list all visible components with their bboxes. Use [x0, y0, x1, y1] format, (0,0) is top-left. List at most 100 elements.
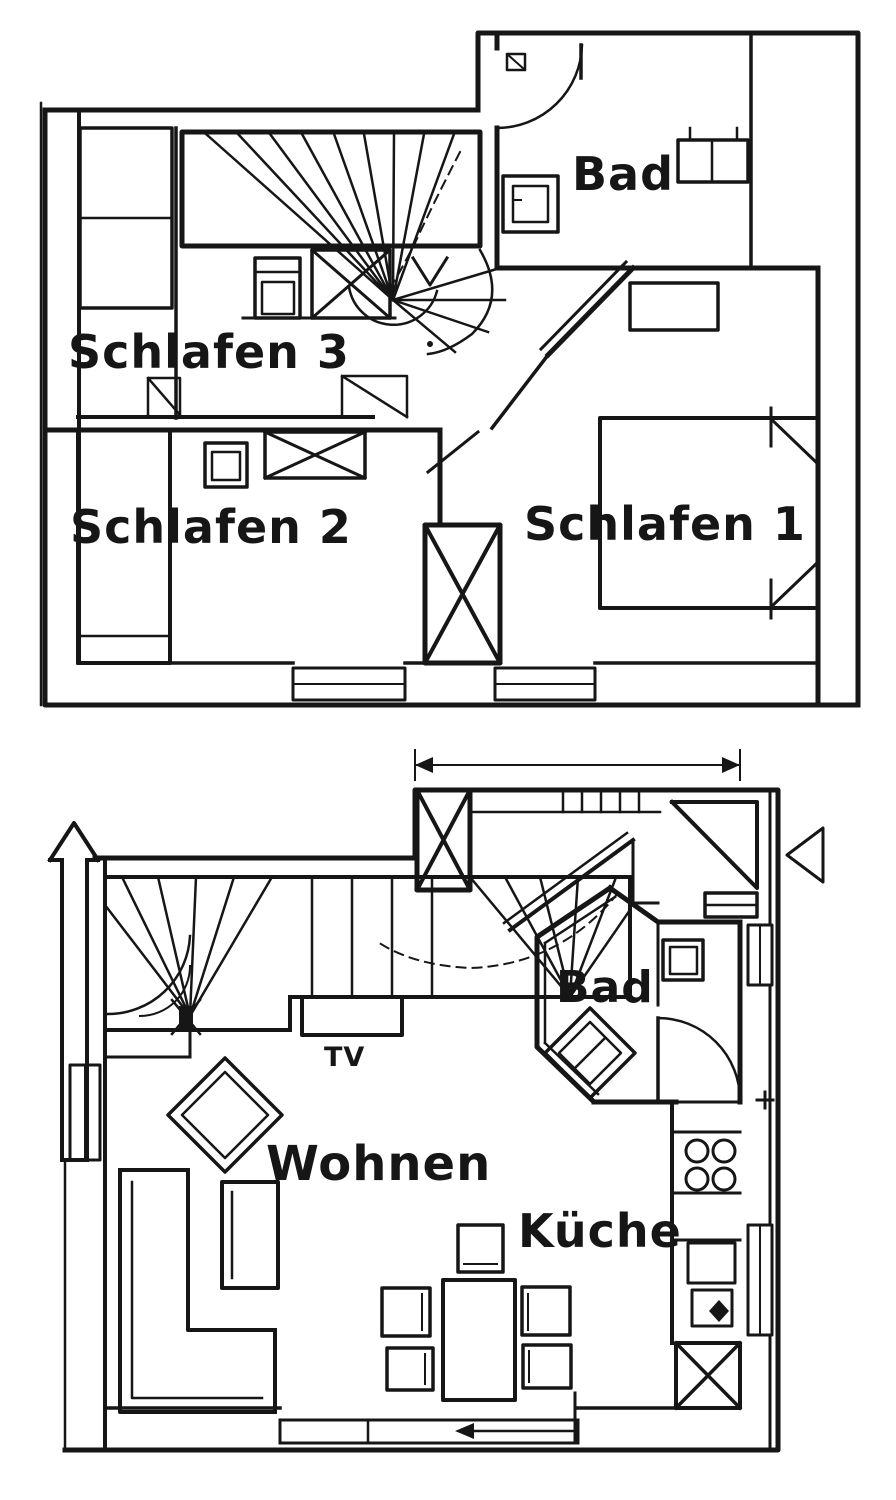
stair-winder-steps [204, 132, 456, 302]
stair-bottom-steps [103, 1028, 192, 1059]
toilet-bowl [668, 945, 699, 976]
wall [42, 107, 861, 708]
dimension-arrow-right [722, 757, 740, 773]
stair-walk-line [390, 150, 462, 287]
chair [380, 1286, 432, 1338]
sink-drainer [690, 1288, 734, 1328]
angled-wall [538, 259, 629, 352]
chimney-shaft-ground [414, 787, 473, 893]
upper-inner-walls [42, 30, 821, 708]
ground-floor-plan: TV [47, 749, 825, 1453]
door-leaf [146, 376, 182, 417]
stair-outline [103, 875, 632, 1032]
stair-direction-chevron [410, 255, 450, 287]
room-label-schlafen2: Schlafen 2 [70, 500, 352, 554]
tv-board: TV [300, 995, 404, 1073]
upper-floor-plan: Schlafen 3 Schlafen 2 Schlafen 1 Bad [39, 30, 861, 708]
hall-dresser [253, 256, 302, 320]
dimension-arrow-left [415, 757, 433, 773]
bad-wall-inner-line [543, 895, 617, 1096]
dimension-line [414, 749, 741, 781]
chair [385, 1346, 435, 1392]
staircase-ground [103, 875, 632, 1059]
terrace-door [278, 1418, 580, 1445]
side-table-diamond [166, 1056, 284, 1174]
windows-right-wall [746, 923, 774, 1337]
wardrobe-schlafen2 [263, 430, 367, 480]
funnel-wall-inner [502, 831, 629, 925]
sofa-seat-line [130, 1180, 264, 1400]
bed-pillows [767, 406, 821, 620]
chair [520, 1285, 572, 1337]
shower-tray [543, 1006, 637, 1100]
staircase-upper [179, 129, 507, 356]
terrace-door-slide-line [366, 1418, 577, 1445]
wardrobe-cross [263, 430, 367, 480]
room-label-schlafen3: Schlafen 3 [68, 325, 350, 379]
dining-table [441, 1278, 517, 1402]
nightstand [203, 441, 249, 489]
shaft-box [422, 522, 503, 666]
sink-basin [686, 1241, 737, 1285]
stair-winder-steps [103, 875, 274, 1018]
tv-label: TV [324, 1042, 365, 1073]
door-leaf [340, 374, 409, 419]
door-leaf [425, 429, 481, 475]
schlafen2-furniture [76, 428, 367, 665]
room-label-bad-ground: Bad [556, 962, 654, 1013]
stove-burner [684, 1166, 710, 1192]
bad-ground [502, 831, 775, 1110]
stair-curve [106, 934, 192, 1016]
nightstand-top [210, 450, 242, 482]
stair-curve-inner [138, 964, 192, 1018]
door-pivot-dot [427, 341, 433, 347]
entrance-arrow [47, 821, 101, 1162]
fridge-box [674, 1341, 742, 1410]
room-label-kueche: Küche [518, 1204, 682, 1258]
stove-burner [711, 1166, 737, 1192]
toilet [661, 938, 705, 982]
toilet [501, 174, 560, 234]
wardrobe-cross [309, 247, 393, 321]
terrace-door-frame [278, 1418, 580, 1445]
wohnen-furniture [118, 1056, 284, 1414]
dining-set [380, 1223, 573, 1402]
hall-wardrobe [241, 247, 397, 321]
stair-edge-curve [426, 248, 494, 356]
funnel-wall [507, 837, 636, 933]
room-label-wohnen: Wohnen [266, 1136, 491, 1192]
room-label-schlafen1: Schlafen 1 [524, 497, 806, 551]
slide-direction-arrow [455, 1423, 474, 1439]
room-label-bad-upper: Bad [572, 147, 674, 201]
shaft-cross [422, 522, 503, 666]
stove-burner [684, 1138, 710, 1164]
stove-burner [711, 1138, 737, 1164]
sideboard [628, 281, 720, 332]
stair-walk-line [373, 891, 620, 969]
door-swing-arc [656, 1016, 742, 1102]
schlafen3-furniture [78, 126, 174, 310]
door-handle-mark [755, 1090, 775, 1110]
bad-upper [495, 43, 750, 234]
counter-dividers [670, 1100, 742, 1345]
arrow-up [47, 821, 101, 1162]
window-mullions [561, 788, 641, 814]
shower-inner [557, 1020, 623, 1086]
chimney-shaft-upper [422, 522, 503, 666]
stair-winder-steps [391, 266, 507, 354]
washbasin-lines [688, 126, 739, 184]
window-left-wall [68, 1063, 102, 1162]
dresser-drawer [260, 280, 296, 316]
angled-wall [544, 264, 637, 359]
towel-rail-line [505, 52, 527, 72]
wall [475, 30, 861, 708]
kitchen-fittings [591, 1099, 743, 1411]
door-swing-marker [785, 826, 825, 884]
toilet-bowl [511, 184, 550, 224]
funnel-corner [631, 838, 660, 905]
upper-corridor-doors [146, 341, 481, 475]
upper-windows [291, 666, 597, 702]
side-table-inner [180, 1070, 270, 1160]
dimension-rule [414, 749, 741, 781]
